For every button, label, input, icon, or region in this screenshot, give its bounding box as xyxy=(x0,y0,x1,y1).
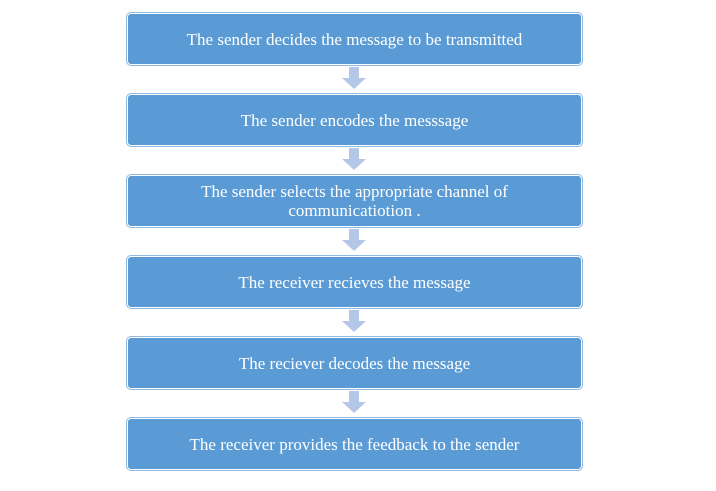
flow-step-4: The receiver recieves the message xyxy=(127,256,582,308)
flow-step-2-label: The sender encodes the messsage xyxy=(240,110,469,130)
flow-step-6: The receiver provides the feedback to th… xyxy=(127,418,582,470)
flow-step-6-label: The receiver provides the feedback to th… xyxy=(189,434,520,454)
down-arrow-icon xyxy=(342,67,366,89)
down-arrow-icon xyxy=(342,148,366,170)
flow-step-2: The sender encodes the messsage xyxy=(127,94,582,146)
down-arrow-icon xyxy=(342,229,366,251)
flow-step-5-label: The reciever decodes the message xyxy=(238,353,471,373)
flow-step-3: The sender selects the appropriate chann… xyxy=(127,175,582,227)
down-arrow-icon xyxy=(342,391,366,413)
flow-step-1-label: The sender decides the message to be tra… xyxy=(186,29,523,49)
flow-step-5: The reciever decodes the message xyxy=(127,337,582,389)
flow-step-4-label: The receiver recieves the message xyxy=(238,272,471,292)
down-arrow-icon xyxy=(342,310,366,332)
flow-step-1: The sender decides the message to be tra… xyxy=(127,13,582,65)
flow-step-3-label: The sender selects the appropriate chann… xyxy=(201,182,508,220)
